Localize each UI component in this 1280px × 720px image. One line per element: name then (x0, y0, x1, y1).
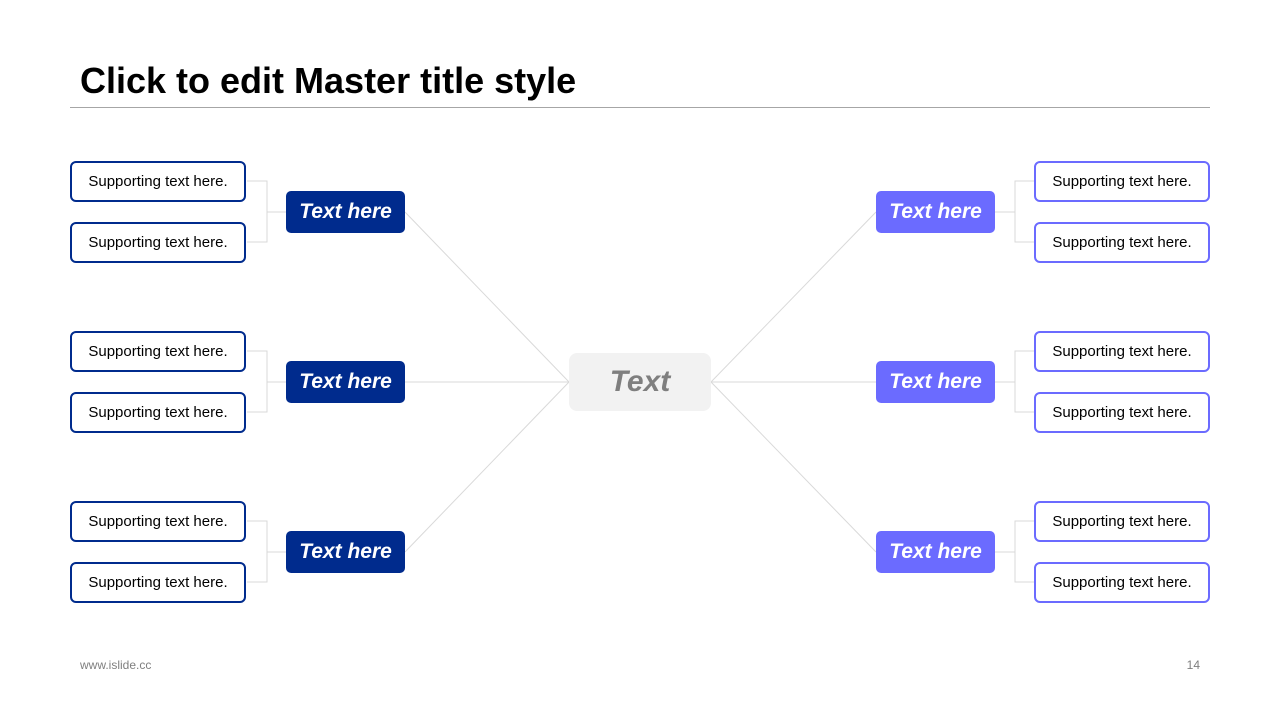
title-divider (70, 107, 1210, 108)
right-branch-2[interactable]: Text here (876, 361, 995, 403)
left-support-1b[interactable]: Supporting text here. (70, 222, 246, 263)
page-number: 14 (1186, 658, 1200, 672)
left-branch-3[interactable]: Text here (286, 531, 405, 573)
right-branch-3[interactable]: Text here (876, 531, 995, 573)
bracket-right-1 (995, 180, 1034, 243)
right-branch-1[interactable]: Text here (876, 191, 995, 233)
right-support-1a[interactable]: Supporting text here. (1034, 161, 1210, 202)
left-support-1a[interactable]: Supporting text here. (70, 161, 246, 202)
connector-center-left-1 (404, 211, 570, 383)
right-support-2b[interactable]: Supporting text here. (1034, 392, 1210, 433)
right-support-3b[interactable]: Supporting text here. (1034, 562, 1210, 603)
bracket-left-2 (247, 350, 286, 413)
bracket-right-2 (995, 350, 1034, 413)
right-support-3a[interactable]: Supporting text here. (1034, 501, 1210, 542)
bracket-left-3 (247, 520, 286, 583)
footer-url: www.islide.cc (80, 658, 152, 672)
left-branch-2[interactable]: Text here (286, 361, 405, 403)
bracket-left-1 (247, 180, 286, 243)
right-support-1b[interactable]: Supporting text here. (1034, 222, 1210, 263)
page-title[interactable]: Click to edit Master title style (80, 60, 577, 101)
bracket-right-3 (995, 520, 1034, 583)
left-support-2a[interactable]: Supporting text here. (70, 331, 246, 372)
left-support-3a[interactable]: Supporting text here. (70, 501, 246, 542)
center-node[interactable]: Text (569, 353, 711, 411)
right-support-2a[interactable]: Supporting text here. (1034, 331, 1210, 372)
connector-center-right-3 (710, 381, 877, 553)
left-branch-1[interactable]: Text here (286, 191, 405, 233)
left-support-3b[interactable]: Supporting text here. (70, 562, 246, 603)
left-support-2b[interactable]: Supporting text here. (70, 392, 246, 433)
connector-center-left-3 (404, 381, 570, 553)
connector-center-right-1 (710, 211, 877, 383)
